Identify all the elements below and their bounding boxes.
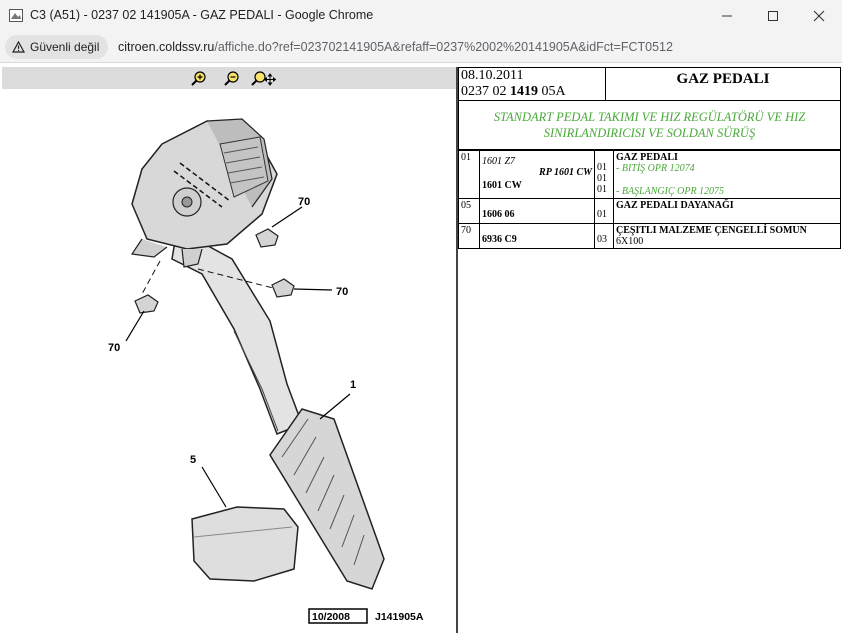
part-codes: 6936 C9 [479, 223, 595, 249]
warning-icon [12, 41, 25, 53]
part-code: 1601 Z7 [482, 156, 516, 167]
part-name: GAZ PEDALI - BITİŞ OPR 12074 - BAŞLANGIÇ… [613, 150, 841, 199]
callout-5: 5 [190, 454, 196, 466]
zoom-in-icon[interactable] [190, 70, 207, 87]
part-codes: 1601 Z7 RP 1601 CW 1601 CW [479, 150, 595, 199]
diagram-date-stamp: 10/2008 [312, 611, 350, 623]
callout-70-c: 70 [108, 342, 120, 354]
parts-table: 01 1601 Z7 RP 1601 CW 1601 CW 01 01 01 G… [458, 150, 841, 249]
part-num: 70 [458, 223, 480, 249]
window-titlebar: C3 (A51) - 0237 02 141905A - GAZ PEDALI … [0, 0, 842, 32]
page-content: 70 70 70 1 5 10/2008 J141905A 08.10.2011… [0, 63, 842, 633]
part-code: 1601 CW [482, 180, 522, 191]
part-note: - BAŞLANGIÇ OPR 12075 [616, 186, 725, 197]
part-num: 01 [458, 150, 480, 199]
callout-70-a: 70 [298, 196, 310, 208]
window-title: C3 (A51) - 0237 02 141905A - GAZ PEDALI … [30, 8, 374, 22]
minimize-button[interactable] [704, 0, 750, 32]
zoom-pan-icon[interactable] [250, 70, 276, 87]
close-button[interactable] [796, 0, 842, 32]
header-ref-cell: 08.10.2011 0237 02 1419 05A [458, 67, 606, 101]
part-note: - BITİŞ OPR 12074 [616, 163, 695, 174]
part-qty: 01 01 01 [594, 150, 614, 199]
security-indicator[interactable]: Güvenli değil [5, 35, 109, 59]
url-field[interactable]: citroen.coldssv.ru/affiche.do?ref=023702… [118, 40, 673, 54]
header-table: 08.10.2011 0237 02 1419 05A GAZ PEDALI S… [458, 67, 841, 150]
table-row[interactable]: 05 1606 06 01 GAZ PEDALI DAYANAĞI [458, 198, 841, 224]
header-ref: 0237 02 1419 05A [461, 84, 566, 99]
address-bar: Güvenli değil citroen.coldssv.ru/affiche… [0, 32, 842, 63]
zoom-toolbar [2, 67, 456, 89]
part-codes: 1606 06 [479, 198, 595, 224]
callout-70-b: 70 [336, 286, 348, 298]
table-row[interactable]: 01 1601 Z7 RP 1601 CW 1601 CW 01 01 01 G… [458, 150, 841, 199]
diagram-ref-stamp: J141905A [375, 611, 424, 623]
part-name: GAZ PEDALI DAYANAĞI [613, 198, 841, 224]
page-title: GAZ PEDALI [605, 67, 841, 101]
maximize-icon [768, 11, 778, 21]
url-host: citroen.coldssv.ru [118, 40, 215, 54]
minimize-icon [722, 15, 732, 17]
part-qty: 01 [594, 198, 614, 224]
page-description: STANDART PEDAL TAKIMI VE HIZ REGÜLATÖRÜ … [458, 100, 841, 150]
callout-1: 1 [350, 379, 356, 391]
maximize-button[interactable] [750, 0, 796, 32]
part-qty: 03 [594, 223, 614, 249]
app-icon [9, 9, 23, 22]
parts-pane: 08.10.2011 0237 02 1419 05A GAZ PEDALI S… [458, 67, 842, 633]
zoom-out-icon[interactable] [223, 70, 240, 87]
close-icon [813, 10, 825, 22]
table-row[interactable]: 70 6936 C9 03 ÇEŞITLI MALZEME ÇENGELLİ S… [458, 223, 841, 249]
url-path: /affiche.do?ref=023702141905A&refaff=023… [214, 40, 673, 54]
header-date: 08.10.2011 [461, 68, 524, 83]
pedal-diagram: 70 70 70 1 5 10/2008 J141905A [108, 118, 424, 624]
security-label: Güvenli değil [30, 40, 100, 54]
part-num: 05 [458, 198, 480, 224]
diagram-pane: 70 70 70 1 5 10/2008 J141905A [2, 67, 458, 633]
part-code: RP 1601 CW [539, 167, 592, 178]
